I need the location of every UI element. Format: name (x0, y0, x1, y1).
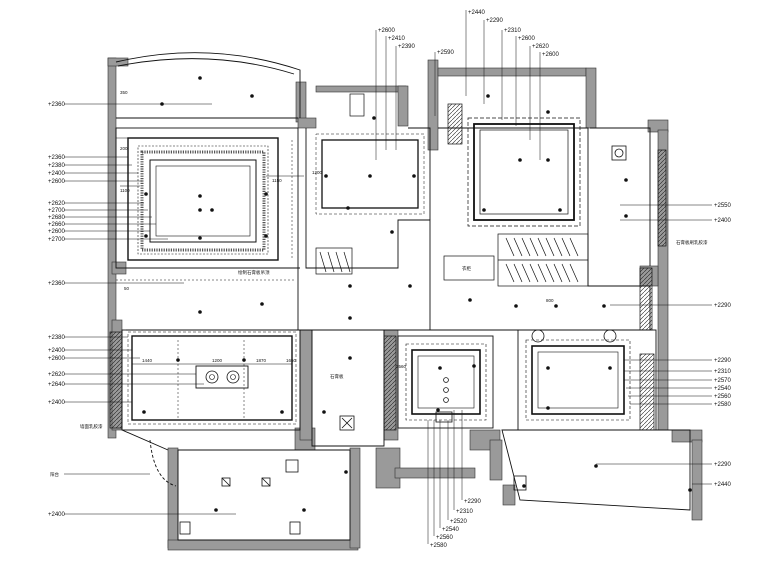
downlights (142, 76, 692, 512)
elev-label: +2290 (714, 358, 732, 364)
top-elevation-labels: +2600 +2410 +2390 +2590 +2440 +2290 +231… (378, 10, 560, 58)
elev-label: +2520 (450, 519, 468, 525)
ceiling-feature-study (315, 133, 425, 215)
leader-lines-top (375, 10, 541, 160)
dimension-numbers: 1440 1200 1870 1650 2560 200 1150 1100 1… (120, 90, 554, 369)
elev-label: +2360 (48, 281, 66, 287)
elev-label: +2440 (468, 10, 486, 16)
elev-label: +2290 (714, 303, 732, 309)
elev-label: +2290 (486, 18, 504, 24)
elev-label: +2580 (430, 543, 448, 549)
room-notes: 绘制石膏板吊顶 石膏板 衣柜 墙面乳胶漆 阳台 石膏板刷乳胶漆 (50, 239, 708, 478)
elev-label: +2600 (542, 52, 560, 58)
room-outlines (115, 52, 691, 541)
elev-label: +2620 (48, 372, 66, 378)
leader-lines-left (64, 103, 236, 515)
elev-label: +2310 (456, 509, 474, 515)
ceiling-feature-bedroom-left (116, 137, 279, 261)
elev-label: +2560 (714, 394, 732, 400)
elev-label: +2540 (442, 527, 460, 533)
elev-label: +2560 (436, 535, 454, 541)
dim-number: 200 (120, 146, 128, 151)
dim-number: 1100 (120, 188, 130, 193)
dim-number: 350 (120, 90, 128, 95)
elev-label: +2380 (48, 335, 66, 341)
elev-label: +2400 (48, 348, 66, 354)
dim-number: 50 (124, 286, 130, 291)
dim-number: 1650 (286, 358, 297, 363)
elev-label: +2440 (714, 482, 732, 488)
elev-label: +2290 (464, 499, 482, 505)
elev-label: +2600 (518, 36, 536, 42)
note-living: 石膏板 (330, 373, 344, 380)
right-elevation-labels: +2550 +2400 +2290 +2290 +2310 +2570 +254… (714, 203, 732, 488)
leader-lines-bottom (427, 410, 463, 544)
note-left-side: 墙面乳胶漆 (80, 423, 103, 430)
elev-label: +2680 (48, 215, 66, 221)
elev-label: +2400 (48, 400, 66, 406)
elev-label: +2640 (48, 382, 66, 388)
dim-number: 1870 (256, 358, 267, 363)
elev-label: +2600 (48, 229, 66, 235)
dimension-lines (116, 140, 304, 420)
dim-number: 2560 (396, 364, 407, 369)
note-master-bed: 绘制石膏板吊顶 (238, 269, 270, 276)
special-fixtures (179, 145, 627, 535)
elev-label: +2660 (48, 222, 66, 228)
dim-number: 1150 (272, 178, 282, 183)
wardrobes (109, 93, 667, 431)
dim-number: 800 (546, 298, 554, 303)
elev-label: +2600 (48, 356, 66, 362)
elev-label: +2700 (48, 237, 66, 243)
dim-number: 1440 (142, 358, 153, 363)
elev-label: +2380 (48, 163, 66, 169)
dim-number: 1200 (212, 358, 223, 363)
elev-label: +2570 (714, 378, 732, 384)
walls (107, 57, 703, 551)
elev-label: +2310 (504, 28, 522, 34)
elev-label: +2310 (714, 369, 732, 375)
elev-label: +2540 (714, 386, 732, 392)
elev-label: +2400 (714, 218, 732, 224)
elev-label: +2700 (48, 208, 66, 214)
note-right-side: 石膏板刷乳胶漆 (676, 239, 708, 246)
elev-label: +2580 (714, 402, 732, 408)
elev-label: +2600 (48, 179, 66, 185)
bottom-elevation-labels: +2290 +2310 +2520 +2540 +2560 +2580 (430, 499, 482, 549)
elev-label: +2400 (48, 171, 66, 177)
elev-label: +2360 (48, 102, 66, 108)
ceiling-feature-bedroom-right (467, 117, 581, 227)
ceiling-feature-bottom-rooms (405, 329, 631, 421)
elev-label: +2600 (378, 28, 396, 34)
left-elevation-labels: +2360 +2360 +2380 +2400 +2600 +2620 +270… (48, 102, 66, 518)
elev-label: +2550 (714, 203, 732, 209)
elev-label: +2390 (398, 44, 416, 50)
elev-label: +2290 (714, 462, 732, 468)
note-cabinet: 衣柜 (462, 265, 471, 272)
elev-label: +2410 (388, 36, 406, 42)
ceiling-feature-living (127, 331, 297, 425)
note-balcony: 阳台 (50, 471, 59, 478)
dim-number: 1200 (312, 170, 323, 175)
elev-label: +2620 (532, 44, 550, 50)
elev-label: +2400 (48, 512, 66, 518)
leader-lines-right (596, 204, 712, 485)
elev-label: +2590 (437, 50, 455, 56)
elev-label: +2360 (48, 155, 66, 161)
elev-label: +2620 (48, 201, 66, 207)
